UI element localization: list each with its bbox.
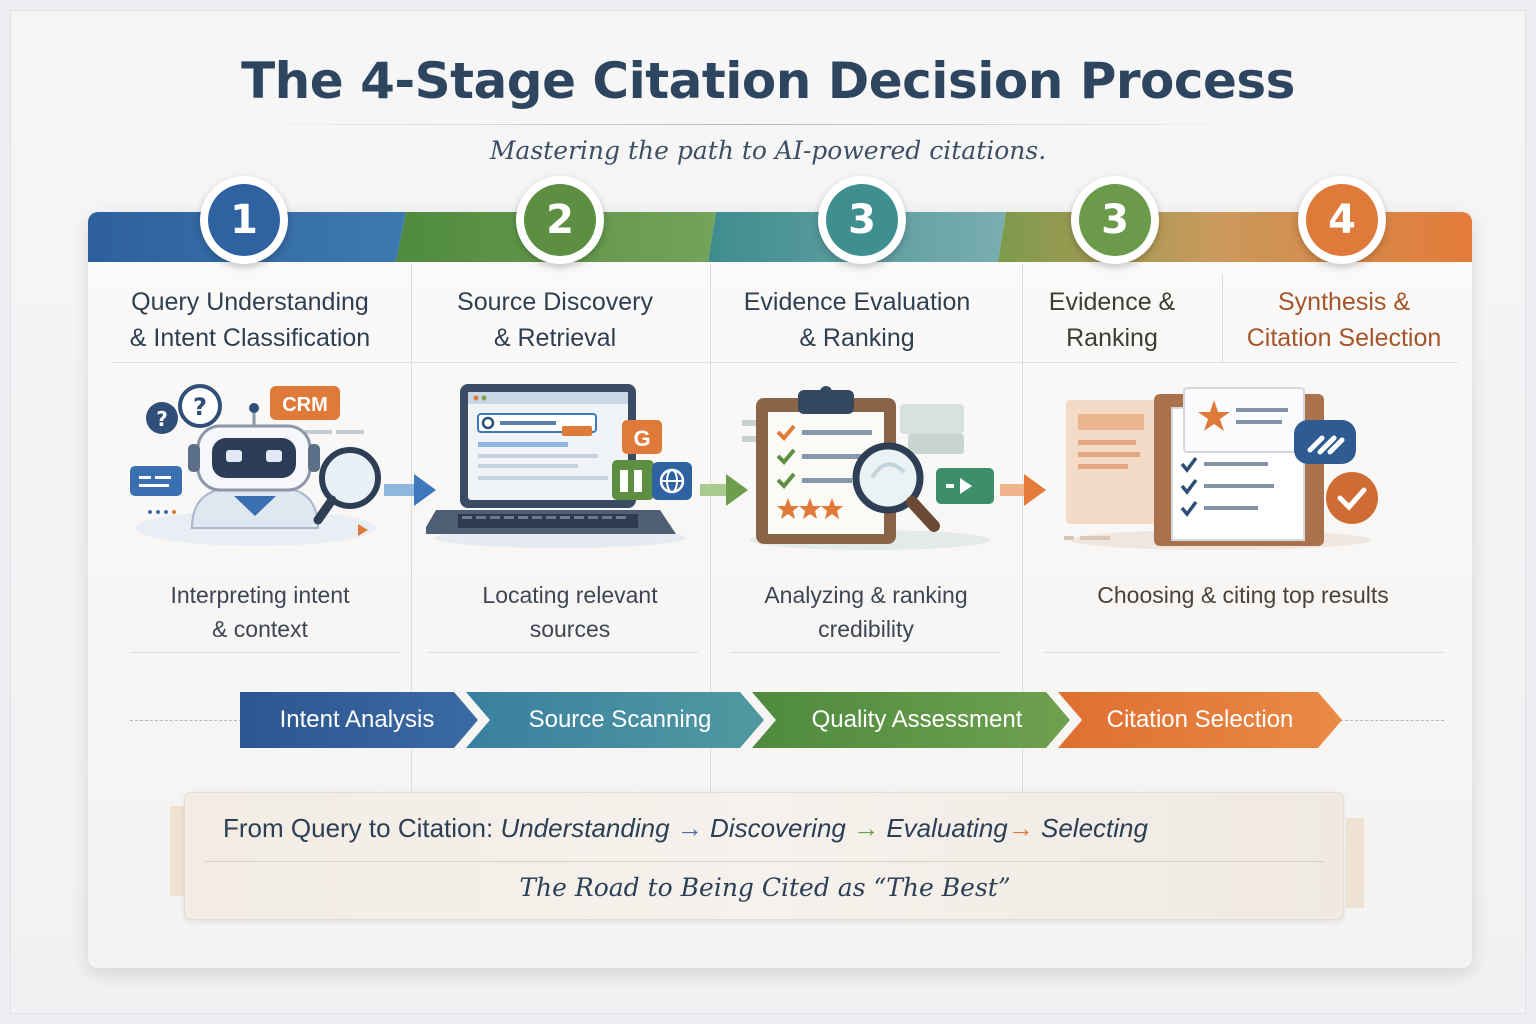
stage-4-description: Choosing & citing top results	[1097, 582, 1389, 608]
summary-divider	[205, 861, 1325, 862]
stage-3b-title: Evidence &Ranking	[1048, 288, 1176, 352]
stage-2-badge: 2	[516, 176, 604, 264]
laptop-search-icon: G	[426, 384, 692, 548]
title-divider	[232, 124, 1264, 125]
title-rule	[112, 362, 1458, 363]
column-divider	[1022, 264, 1023, 868]
stage-1-title: Query Understanding& Intent Classificati…	[129, 288, 371, 352]
stage-1-description: Interpreting intent& context	[170, 582, 350, 642]
description-rule	[130, 652, 400, 653]
crm-chip-label: CRM	[282, 394, 328, 416]
robot-icon: ? ? CRM	[130, 384, 381, 546]
page-title: The 4-Stage Citation Decision Process	[241, 52, 1295, 110]
tape-left	[170, 806, 188, 896]
column-divider	[710, 264, 711, 868]
stage-4-number: 4	[1306, 184, 1378, 256]
flow-step-2: Source Scanning	[528, 706, 712, 733]
svg-text:?: ?	[193, 393, 207, 421]
stage-1-number: 1	[208, 184, 280, 256]
column-divider	[1222, 274, 1223, 362]
arrow-right-icon	[700, 474, 748, 506]
stage-3-number: 3	[826, 184, 898, 256]
description-rule	[428, 652, 698, 653]
flow-chevron-shapes	[240, 692, 1342, 748]
column-divider	[411, 264, 412, 868]
flow-step-4: Citation Selection	[1106, 706, 1294, 733]
page-subtitle: Mastering the path to AI-powered citatio…	[489, 136, 1047, 165]
flow-step-3: Quality Assessment	[811, 706, 1023, 733]
arrow-right-icon	[1000, 474, 1046, 506]
tape-right	[1346, 818, 1364, 908]
stage-2-number: 2	[524, 184, 596, 256]
stage-4-title: Synthesis &Citation Selection	[1246, 288, 1442, 352]
flow-step-1: Intent Analysis	[279, 706, 435, 733]
arrow-right-icon	[384, 474, 436, 506]
stage-3b-number: 3	[1079, 184, 1151, 256]
documents-citation-icon	[1064, 387, 1378, 550]
summary-flow-line: From Query to Citation: Understanding → …	[223, 813, 1148, 843]
header-bands	[88, 212, 1472, 262]
stage-2-title: Source Discovery& Retrieval	[457, 288, 653, 352]
stage-4-badge: 4	[1298, 176, 1386, 264]
svg-text:?: ?	[156, 407, 168, 431]
description-rule	[1044, 652, 1444, 653]
clipboard-checklist-icon	[742, 386, 994, 550]
stage-3b-badge: 3	[1071, 176, 1159, 264]
flow-dash-right	[1340, 720, 1444, 721]
summary-tagline: The Road to Being Cited as “The Best”	[519, 873, 1011, 902]
stage-3-title: Evidence Evaluation& Ranking	[743, 288, 971, 352]
description-rule	[730, 652, 1000, 653]
g-chip-label: G	[633, 426, 650, 451]
flow-chevrons: Intent Analysis Source Scanning Quality …	[240, 692, 1342, 748]
summary-box: From Query to Citation: Understanding → …	[184, 792, 1344, 920]
stage-3-badge: 3	[818, 176, 906, 264]
flow-dash-left	[130, 720, 242, 721]
stage-1-badge: 1	[200, 176, 288, 264]
